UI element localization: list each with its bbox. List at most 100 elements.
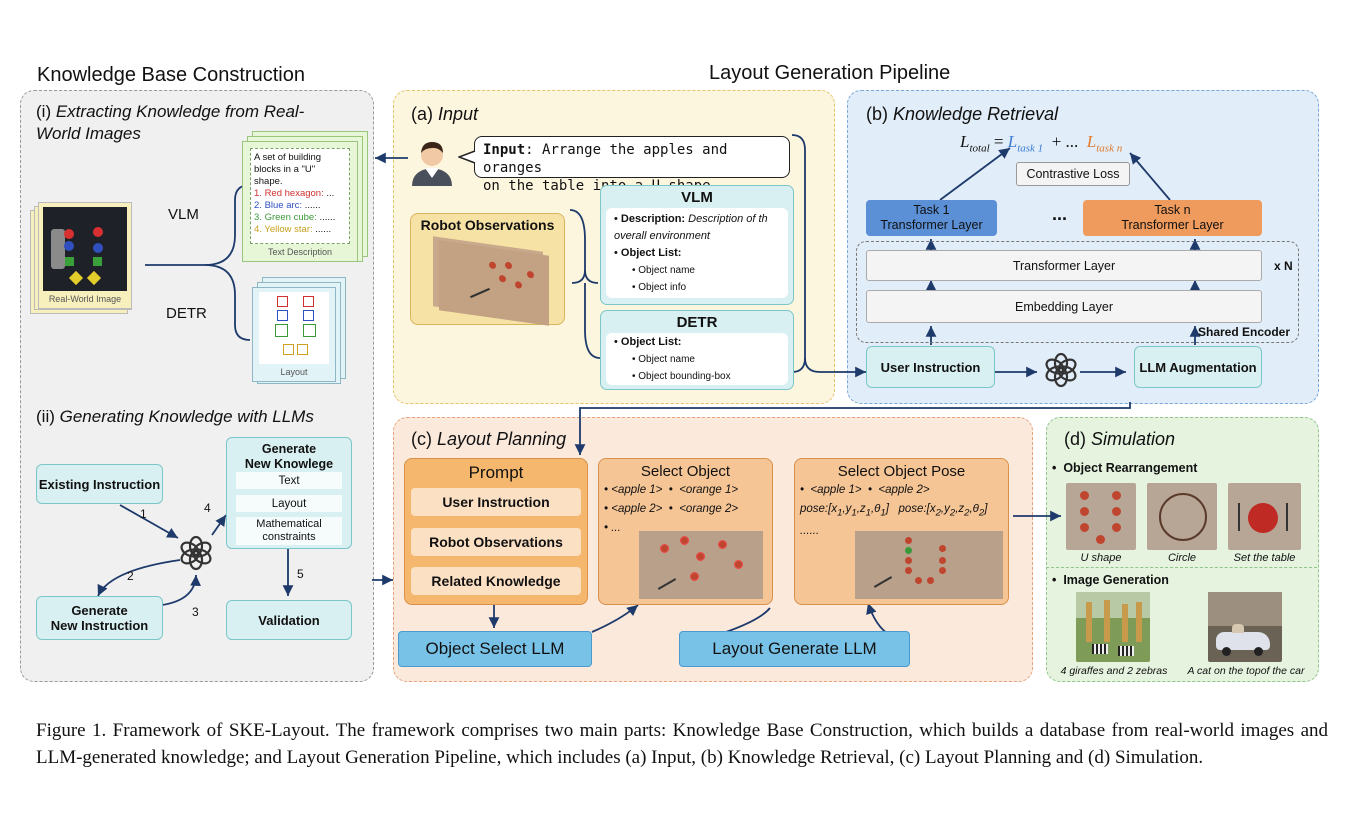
vlm-list-label: • Object List: <box>614 247 682 259</box>
loss-formula: Ltotal = Ltask 1 + ... Ltask n <box>960 132 1123 155</box>
openai-logo-icon-retrieval <box>1045 352 1077 388</box>
validation-box: Validation <box>226 600 352 640</box>
input-text-line1: : Arrange the apples and oranges <box>483 142 728 176</box>
step-2: 2 <box>127 569 134 583</box>
select-object-card: Select Object • <apple 1> • <orange 1> •… <box>598 458 773 605</box>
user-instruction-box: User Instruction <box>866 346 995 388</box>
circle-label: Circle <box>1167 552 1197 564</box>
simulation-divider <box>1046 567 1317 568</box>
knowledge-item-constraints: Mathematical constraints <box>236 517 342 545</box>
generate-new-knowledge-box: Generate New Knowlege Text Layout Mathem… <box>226 437 352 549</box>
detr-card: DETR • Object List: • Object name • Obje… <box>600 310 794 390</box>
lgp-heading: Layout Generation Pipeline <box>709 62 951 84</box>
embedding-layer-box: Embedding Layer <box>866 290 1262 323</box>
select-pose-list: • <apple 1> • <apple 2> pose:[x1,y1,z1,θ… <box>800 484 988 538</box>
task-ellipsis: ... <box>1052 204 1068 224</box>
detr-list-label: • Object List: <box>614 336 682 348</box>
shared-encoder-frame <box>856 241 1299 343</box>
prompt-title: Prompt <box>468 463 524 482</box>
user-person-icon <box>412 142 452 186</box>
prompt-slot-user-instruction: User Instruction <box>411 488 581 516</box>
vlm-card: VLM • Description: Description of th ove… <box>600 185 794 305</box>
detr-item-1: • Object name <box>632 354 695 365</box>
prompt-slot-robot-observations: Robot Observations <box>411 528 581 556</box>
select-object-list: • <apple 1> • <orange 1> • <apple 2> • <… <box>604 484 739 534</box>
simulation-title: (d) Simulation <box>1064 429 1176 449</box>
set-table-label: Set the table <box>1233 552 1296 564</box>
real-world-image-label: Real-World Image <box>48 294 122 304</box>
vlm-desc: • Description: Description of th overall… <box>614 213 768 242</box>
vlm-label: VLM <box>168 206 199 223</box>
select-pose-card: Select Object Pose • <apple 1> • <apple … <box>794 458 1009 605</box>
image-generation-label: • Image Generation <box>1052 573 1169 587</box>
vlm-item-2: • Object info <box>632 282 687 293</box>
transformer-layer-box: Transformer Layer <box>866 250 1262 281</box>
robot-obs-photo <box>439 240 549 326</box>
text-description-card: A set of building blocks in a "U" shape.… <box>242 141 358 262</box>
kb-heading: Knowledge Base Construction <box>37 64 305 86</box>
kb-i-title-line2: World Images <box>36 124 141 143</box>
text-desc-items: 1. Red hexagon: ...2. Blue arc: ......3.… <box>254 188 346 236</box>
gen-instr-l2: New Instruction <box>50 618 149 633</box>
object-select-llm-box: Object Select LLM <box>398 631 592 667</box>
bubble-tail <box>458 150 476 164</box>
step-1: 1 <box>140 507 147 521</box>
u-shape-photo <box>1066 483 1136 550</box>
vlm-item-1: • Object name <box>632 265 695 276</box>
input-speech-bubble: Input: Arrange the apples and oranges on… <box>474 136 790 194</box>
detr-card-title: DETR <box>676 314 718 331</box>
real-world-image-card: Real-World Image <box>38 202 132 309</box>
gen-instr-l1: Generate <box>71 603 128 618</box>
generate-new-instruction-box: Generate New Instruction <box>36 596 163 640</box>
retrieval-title: (b) Knowledge Retrieval <box>866 104 1059 124</box>
vlm-card-title: VLM <box>681 189 713 206</box>
input-bold-label: Input <box>483 142 526 158</box>
circle-photo <box>1147 483 1217 550</box>
layout-canvas <box>259 292 329 364</box>
step-5: 5 <box>297 567 304 581</box>
set-table-photo <box>1228 483 1301 550</box>
prompt-slot-related-knowledge: Related Knowledge <box>411 567 581 595</box>
llm-augmentation-box: LLM Augmentation <box>1134 346 1262 388</box>
xn-label: x N <box>1274 259 1293 273</box>
text-desc-intro: A set of building blocks in a "U" shape. <box>254 152 322 187</box>
select-object-title: Select Object <box>640 463 731 480</box>
cat-car-photo <box>1208 592 1282 662</box>
layout-card: Layout <box>252 287 336 382</box>
cat-car-label: A cat on the topof the car <box>1187 665 1305 677</box>
openai-logo-icon <box>180 535 212 571</box>
select-pose-title: Select Object Pose <box>837 463 966 480</box>
prompt-card: Prompt User Instruction Robot Observatio… <box>404 458 588 605</box>
knowledge-item-layout: Layout <box>236 495 342 512</box>
detr-item-2: • Object bounding-box <box>632 371 731 382</box>
u-shape-label: U shape <box>1080 552 1122 564</box>
select-pose-photo <box>855 531 1003 599</box>
step-3: 3 <box>192 605 199 619</box>
detr-card-content: • Object List: • Object name • Object bo… <box>606 333 788 385</box>
real-world-image <box>43 207 127 291</box>
shared-encoder-label: Shared Encoder <box>1198 325 1291 339</box>
layout-label: Layout <box>280 367 308 377</box>
text-desc-item-2: 2. Blue arc: ...... <box>254 200 321 211</box>
kb-i-title: (i) Extracting Knowledge from Real- <box>36 102 305 121</box>
text-description-label: Text Description <box>267 247 333 257</box>
step-4: 4 <box>204 501 211 515</box>
text-desc-item-3: 3. Green cube: ...... <box>254 212 336 223</box>
text-desc-item-4: 4. Yellow star: ...... <box>254 224 332 235</box>
knowledge-item-text: Text <box>236 472 342 489</box>
object-rearrangement-label: • Object Rearrangement <box>1052 461 1198 475</box>
kb-ii-title: (ii) Generating Knowledge with LLMs <box>36 407 314 426</box>
text-desc-item-1: 1. Red hexagon: ... <box>254 188 335 199</box>
giraffes-photo <box>1076 592 1150 662</box>
layout-generate-llm-box: Layout Generate LLM <box>679 631 910 667</box>
giraffes-label: 4 giraffes and 2 zebras <box>1060 665 1168 677</box>
text-description-content: A set of building blocks in a "U" shape.… <box>250 148 350 244</box>
planning-title: (c) Layout Planning <box>411 429 567 449</box>
robot-observations-card: Robot Observations <box>410 213 565 326</box>
contrastive-loss-box: Contrastive Loss <box>1016 162 1130 186</box>
figure-caption: Figure 1. Framework of SKE-Layout. The f… <box>36 720 1328 768</box>
vlm-card-content: • Description: Description of th overall… <box>606 208 788 298</box>
